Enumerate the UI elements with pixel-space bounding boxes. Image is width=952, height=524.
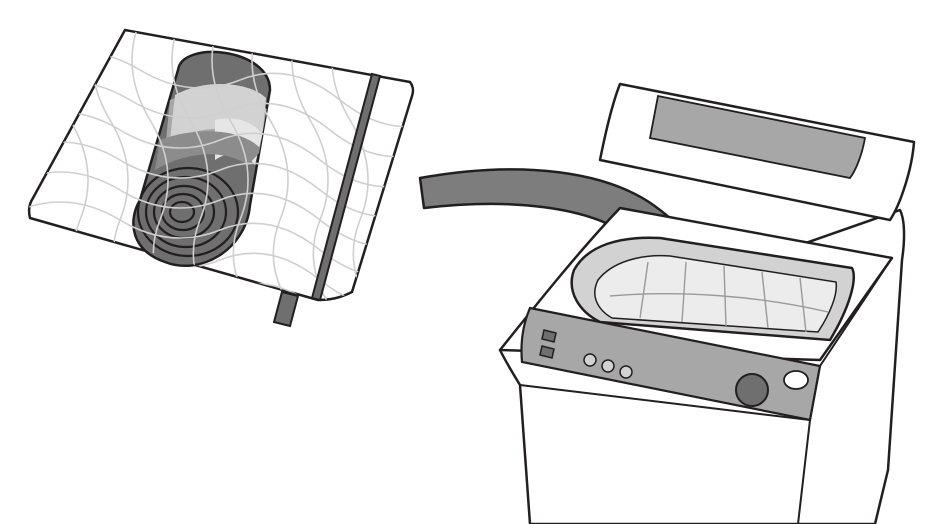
washer-lid bbox=[598, 82, 916, 222]
roll-spiral bbox=[136, 166, 240, 258]
washer-round-button-2 bbox=[601, 359, 615, 373]
laundry-net-icon bbox=[27, 28, 415, 328]
washer-oval-button bbox=[783, 370, 809, 390]
rolled-cushion-icon bbox=[132, 50, 272, 268]
washer-square-button-1 bbox=[541, 329, 557, 343]
washer-square-button-2 bbox=[539, 345, 555, 359]
washer-round-button-3 bbox=[619, 365, 633, 379]
washer-round-button-1 bbox=[583, 353, 597, 367]
top-load-washing-machine-icon bbox=[498, 82, 916, 524]
washer-control-panel bbox=[520, 306, 822, 422]
washer-dial bbox=[735, 373, 769, 407]
zipper-icon bbox=[272, 72, 382, 328]
washer-tub bbox=[570, 236, 855, 342]
